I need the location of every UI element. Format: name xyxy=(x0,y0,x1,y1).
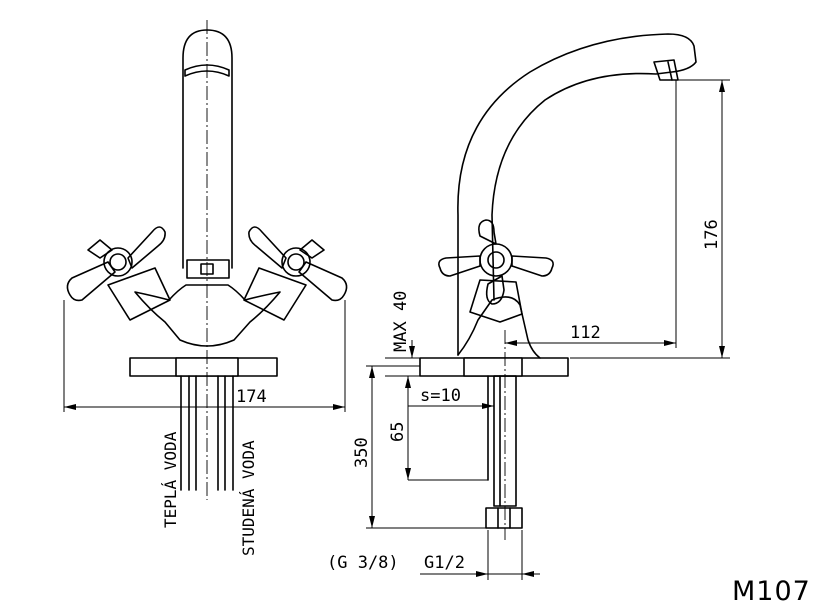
side-handle xyxy=(438,219,554,323)
dimension-height: 176 xyxy=(570,79,730,359)
dimension-112: 112 xyxy=(570,323,601,343)
dimension-65: 65 xyxy=(388,422,408,442)
side-spout xyxy=(457,33,697,356)
dimension-sleeve: s=10 xyxy=(407,376,494,480)
dimension-max-40: MAX 40 xyxy=(391,291,411,352)
front-body xyxy=(134,284,281,347)
dimension-reach: 112 xyxy=(505,80,677,348)
thread-dimension: (G 3/8) G1/2 xyxy=(327,530,540,580)
dimension-hose-length: 350 xyxy=(352,365,486,529)
right-valve xyxy=(243,226,348,321)
dimension-s10: s=10 xyxy=(420,386,461,406)
left-valve xyxy=(66,226,171,321)
dimension-350: 350 xyxy=(352,437,372,468)
model-number: M107 xyxy=(732,576,811,607)
dimension-176: 176 xyxy=(702,219,722,250)
dimension-max-thickness: MAX 40 xyxy=(385,291,420,377)
side-body xyxy=(457,296,541,359)
hot-water-label: TEPLÁ VODA xyxy=(161,431,180,528)
supply-pipes xyxy=(180,375,234,491)
dimension-depth: 65 xyxy=(388,376,488,481)
dimension-174: 174 xyxy=(236,387,267,407)
cold-water-label: STUDENÁ VODA xyxy=(239,440,258,556)
thread-label-alt: (G 3/8) xyxy=(327,553,399,573)
side-view: 176 112 MAX 40 s=10 xyxy=(327,33,730,580)
front-view: 174 TEPLÁ VODA STUDENÁ VODA xyxy=(63,20,348,556)
dimension-width: 174 xyxy=(63,300,346,412)
connector-nut xyxy=(485,507,523,529)
thread-label-main: G1/2 xyxy=(424,553,465,573)
